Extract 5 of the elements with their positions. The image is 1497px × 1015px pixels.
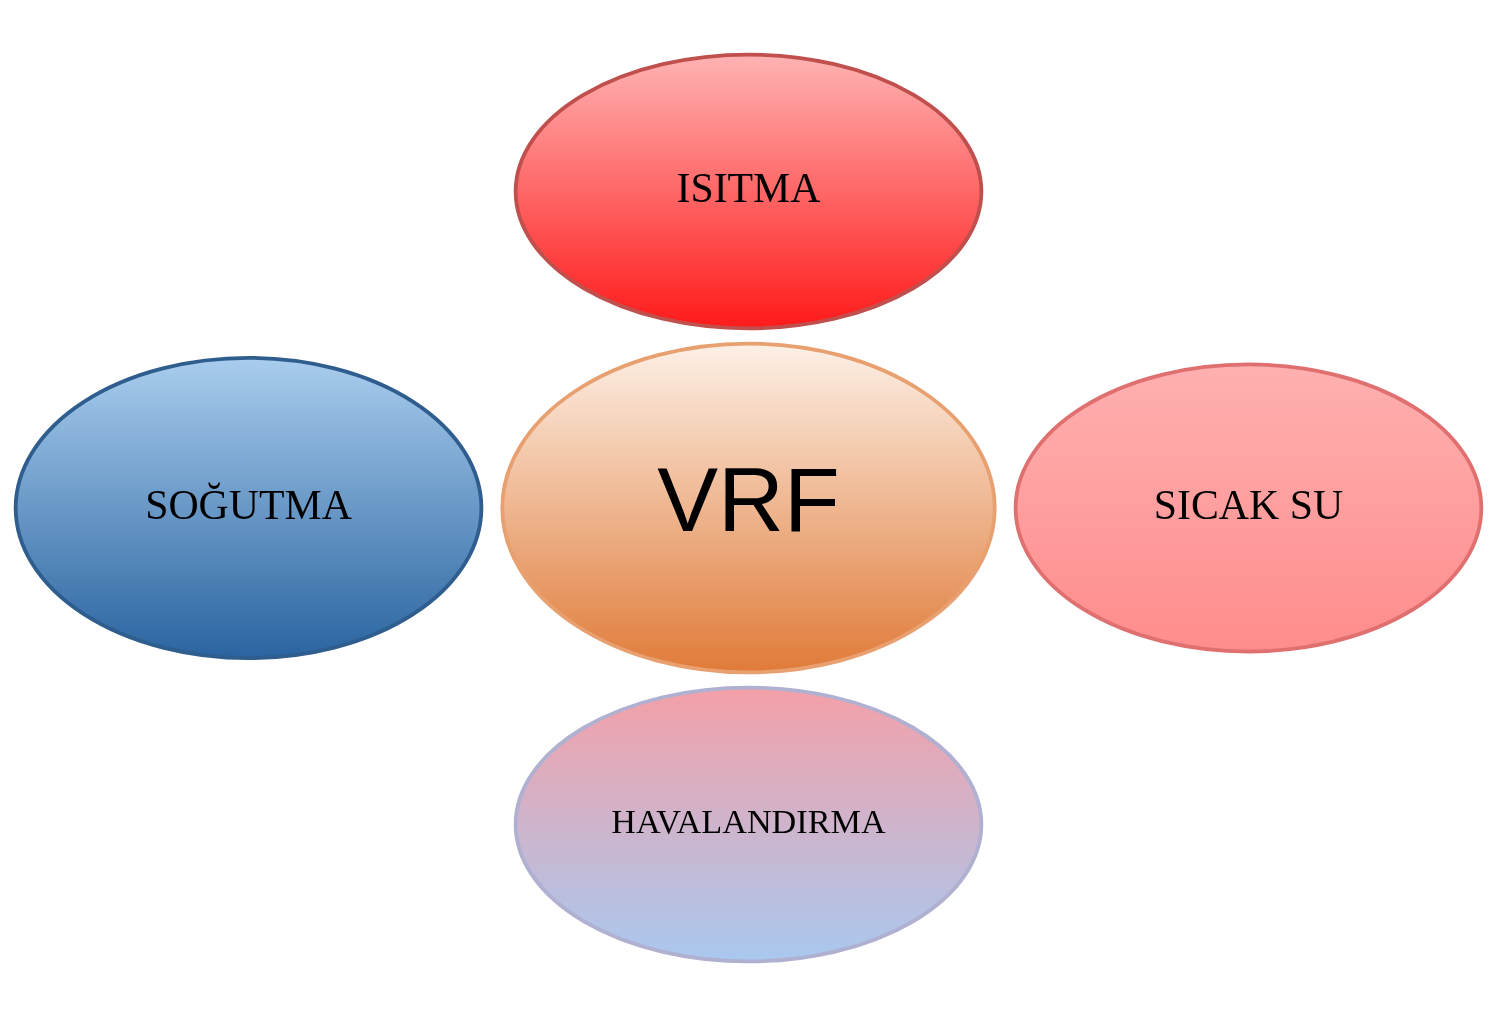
node-ellipse: VRF	[500, 341, 997, 674]
node-ellipse: HAVALANDIRMA	[513, 685, 984, 963]
node-ellipse: SOĞUTMA	[13, 355, 484, 660]
node-ellipse: SICAK SU	[1013, 362, 1484, 653]
node-ellipse: ISITMA	[513, 52, 984, 330]
